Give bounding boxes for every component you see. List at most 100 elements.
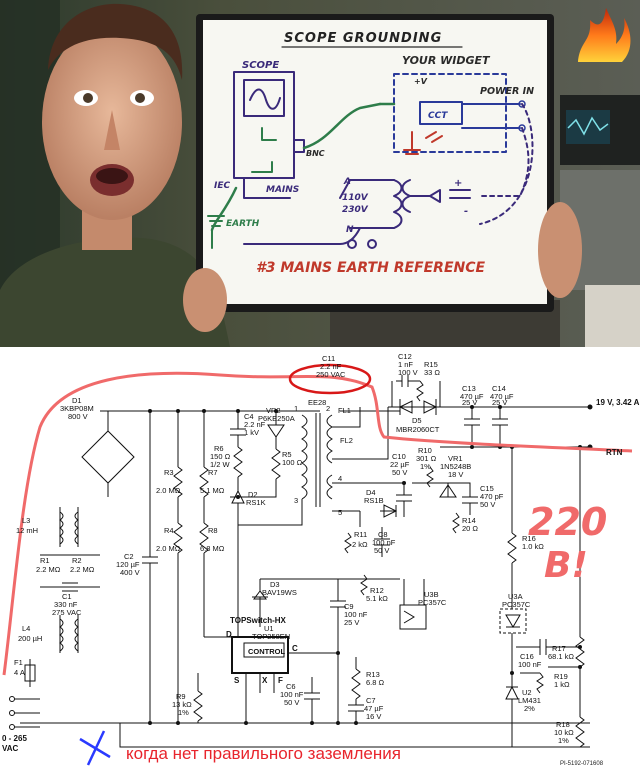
component-r3: R32.0 MΩ xyxy=(156,468,181,495)
svg-text:330 nF: 330 nF xyxy=(54,600,78,609)
svg-text:R13: R13 xyxy=(366,670,380,679)
svg-text:400 V: 400 V xyxy=(120,568,140,577)
svg-text:13 kΩ: 13 kΩ xyxy=(172,700,192,709)
svg-text:150 Ω: 150 Ω xyxy=(210,452,231,461)
part-number: PI-5192-071608 xyxy=(560,761,604,767)
annotation-cross-icon xyxy=(79,730,111,766)
svg-text:2 kΩ: 2 kΩ xyxy=(352,540,368,549)
svg-text:C4: C4 xyxy=(244,412,254,421)
svg-text:1%: 1% xyxy=(420,462,431,471)
svg-text:275 VAC: 275 VAC xyxy=(52,608,82,617)
svg-text:50 V: 50 V xyxy=(284,698,299,707)
svg-text:R16: R16 xyxy=(522,534,536,543)
input-unit-label: VAC xyxy=(2,744,19,753)
svg-text:EE28: EE28 xyxy=(308,398,326,407)
board-label-plus: + xyxy=(454,178,462,189)
svg-text:R11: R11 xyxy=(354,530,367,539)
svg-text:100 nF: 100 nF xyxy=(518,660,542,669)
component-r7: R75.1 MΩ xyxy=(200,468,225,495)
svg-text:U1: U1 xyxy=(264,624,274,633)
svg-text:R14: R14 xyxy=(462,516,476,525)
svg-text:22 µF: 22 µF xyxy=(390,460,410,469)
component-f1: F14 A xyxy=(14,658,25,677)
svg-text:68.1 kΩ: 68.1 kΩ xyxy=(548,652,574,661)
svg-text:800 V: 800 V xyxy=(68,412,88,421)
svg-text:5.1 kΩ: 5.1 kΩ xyxy=(366,594,388,603)
svg-text:F1: F1 xyxy=(14,658,23,667)
svg-text:1%: 1% xyxy=(558,736,569,745)
board-label-scope: SCOPE xyxy=(242,60,279,71)
board-label-power-in: POWER IN xyxy=(480,86,534,97)
board-label-widget: YOUR WIDGET xyxy=(402,54,491,67)
svg-text:S: S xyxy=(234,676,240,685)
svg-text:D: D xyxy=(226,630,232,639)
svg-text:100 nF: 100 nF xyxy=(372,538,396,547)
svg-text:3KBP08M: 3KBP08M xyxy=(60,404,94,413)
svg-text:LM431: LM431 xyxy=(518,696,541,705)
svg-text:VR1: VR1 xyxy=(448,454,463,463)
input-voltage-label: 0 - 265 xyxy=(2,734,27,743)
svg-text:R2: R2 xyxy=(72,556,82,565)
svg-text:C16: C16 xyxy=(520,652,534,661)
svg-text:50 V: 50 V xyxy=(480,500,495,509)
svg-text:25 V: 25 V xyxy=(462,398,477,407)
svg-text:TOP258EN: TOP258EN xyxy=(252,632,290,641)
svg-text:BAV19WS: BAV19WS xyxy=(262,588,297,597)
svg-text:R8: R8 xyxy=(208,526,218,535)
footer-caption: когда нет правильного заземления xyxy=(126,744,401,763)
component-control: CONTROL xyxy=(248,647,285,656)
svg-text:250 VAC: 250 VAC xyxy=(316,370,346,379)
svg-text:L3: L3 xyxy=(22,516,30,525)
board-label-110v: 110V xyxy=(342,193,369,203)
svg-text:100 nF: 100 nF xyxy=(344,610,368,619)
svg-text:4 A: 4 A xyxy=(14,668,25,677)
board-label-a: A xyxy=(343,177,351,187)
svg-text:2.0 MΩ: 2.0 MΩ xyxy=(156,544,181,553)
board-label-iec: IEC xyxy=(214,181,230,191)
svg-text:FL1: FL1 xyxy=(338,406,351,415)
board-label-minus: - xyxy=(464,206,468,217)
svg-text:470 µF: 470 µF xyxy=(460,392,484,401)
svg-text:C9: C9 xyxy=(344,602,354,611)
transformer-pins: 1 3 2 4 5 xyxy=(294,404,342,517)
svg-text:2.2 nF: 2.2 nF xyxy=(244,420,266,429)
svg-text:R1: R1 xyxy=(40,556,50,565)
svg-text:R5: R5 xyxy=(282,450,292,459)
svg-text:D5: D5 xyxy=(412,416,422,425)
whiteboard-drawing xyxy=(207,46,534,249)
svg-text:C1: C1 xyxy=(62,592,72,601)
svg-text:470 pF: 470 pF xyxy=(480,492,504,501)
svg-text:C8: C8 xyxy=(378,530,388,539)
component-r4: R42.0 MΩ xyxy=(156,526,181,553)
rtn-label: RTN xyxy=(606,448,623,457)
svg-text:50 V: 50 V xyxy=(392,468,407,477)
svg-text:10 kΩ: 10 kΩ xyxy=(554,728,574,737)
svg-text:20 Ω: 20 Ω xyxy=(462,524,478,533)
u1-pins: D C S X F xyxy=(226,630,298,685)
svg-text:R15: R15 xyxy=(424,360,438,369)
output-voltage-label: 19 V, 3.42 A xyxy=(596,398,640,407)
svg-text:TOPSwitch-HX: TOPSwitch-HX xyxy=(230,616,287,625)
svg-text:C6: C6 xyxy=(286,682,296,691)
svg-text:R18: R18 xyxy=(556,720,570,729)
svg-text:C13: C13 xyxy=(462,384,476,393)
svg-text:1%: 1% xyxy=(178,708,189,717)
